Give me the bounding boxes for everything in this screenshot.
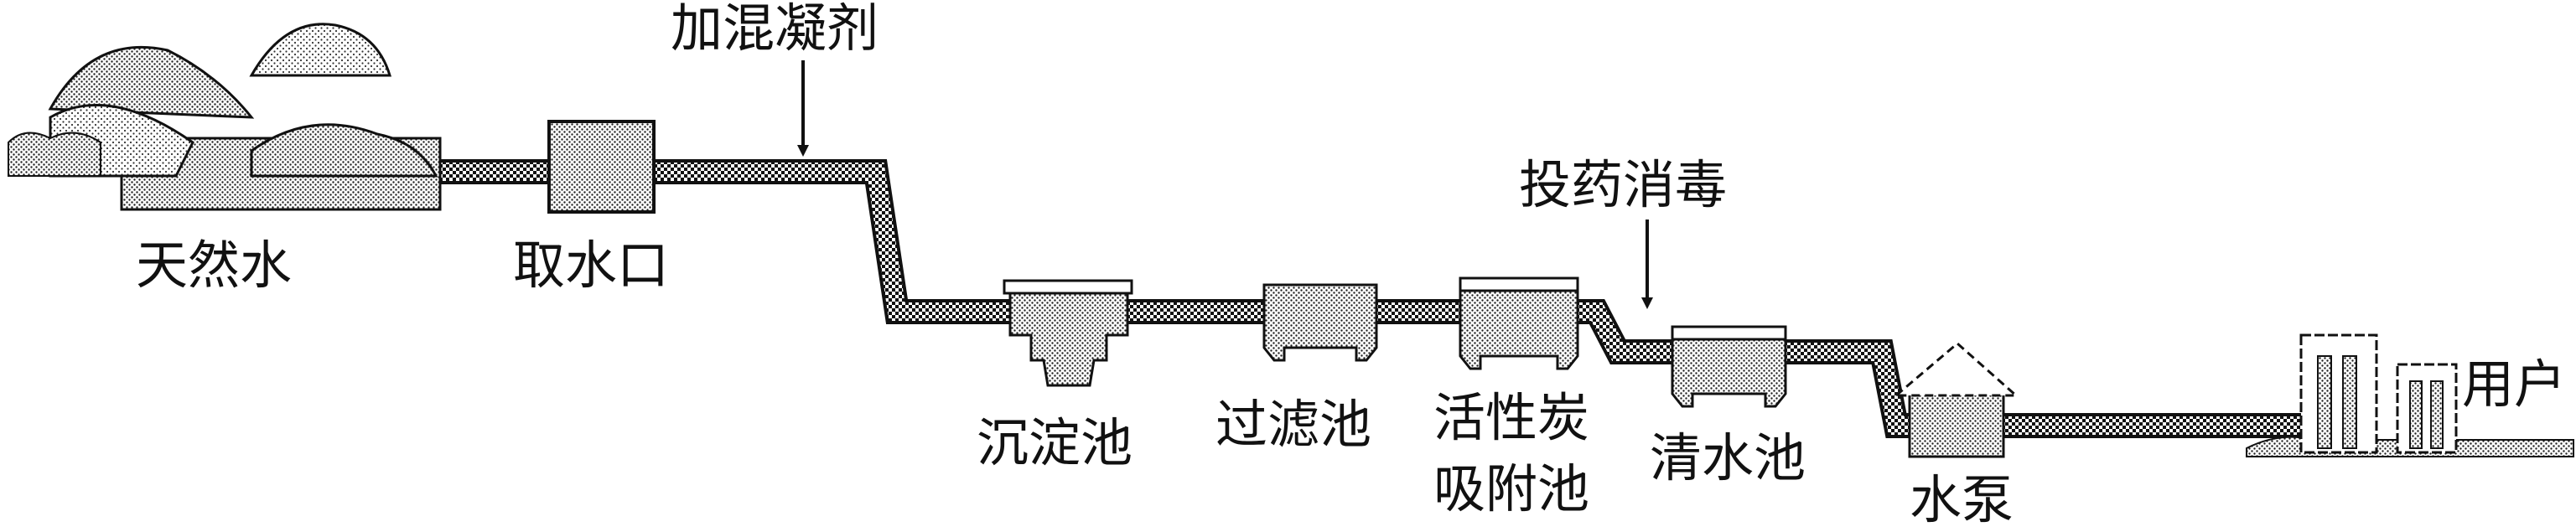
pump-label: 水泵 [1910, 469, 2014, 530]
source-label: 天然水 [136, 235, 292, 296]
intake-label: 取水口 [513, 235, 669, 296]
pipeline [210, 159, 2369, 457]
coagulant-label: 加混凝剂 [671, 0, 879, 59]
intake-icon [547, 120, 656, 214]
filter-label: 过滤池 [1215, 394, 1371, 455]
filter-tank-icon [1262, 283, 1378, 362]
disinfect-label: 投药消毒 [1519, 154, 1727, 215]
clear-water-tank-icon [1671, 325, 1787, 408]
pump-icon [1892, 342, 2019, 458]
user-buildings-icon [2246, 333, 2574, 457]
carbon-label-line2: 吸附池 [1433, 458, 1589, 519]
clear-water-label: 清水池 [1650, 427, 1806, 488]
sedimentation-label: 沉淀池 [977, 412, 1133, 473]
sedimentation-tank-icon [1003, 279, 1133, 387]
natural-water-icon [8, 23, 442, 211]
carbon-tank-icon [1459, 276, 1579, 370]
user-label: 用户 [2462, 354, 2566, 415]
carbon-label-line1: 活性炭 [1433, 387, 1589, 448]
